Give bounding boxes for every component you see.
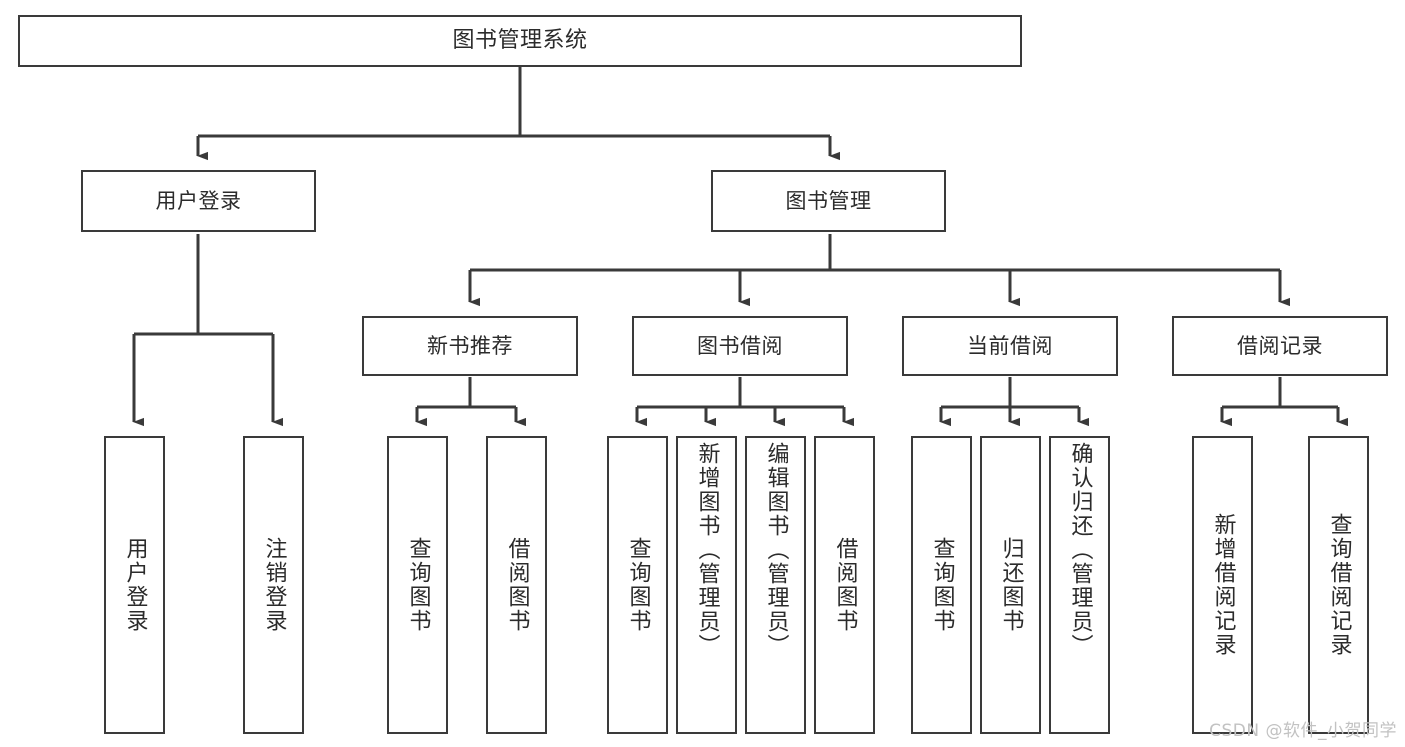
node-label: 查询借阅记录 (1326, 513, 1352, 657)
node-label: 编辑图书（管理员） (763, 442, 789, 658)
leaf-records-query-record[interactable]: 查询借阅记录 (1308, 436, 1369, 734)
leaf-records-add-record[interactable]: 新增借阅记录 (1192, 436, 1253, 734)
node-label: 借阅图书 (504, 537, 530, 633)
csdn-watermark: CSDN @软件_小贺同学 (1209, 721, 1397, 741)
leaf-borrow-borrow-book[interactable]: 借阅图书 (814, 436, 875, 734)
leaf-current-query-book[interactable]: 查询图书 (911, 436, 972, 734)
node-label: 归还图书 (998, 537, 1024, 633)
node-book-management[interactable]: 图书管理 (711, 170, 946, 232)
node-label: 新增借阅记录 (1210, 513, 1236, 657)
node-label: 确认归还（管理员） (1067, 442, 1093, 658)
leaf-borrow-add-book-admin[interactable]: 新增图书（管理员） (676, 436, 737, 734)
node-label: 查询图书 (929, 537, 955, 633)
leaf-newbook-borrow-book[interactable]: 借阅图书 (486, 436, 547, 734)
node-borrow-records[interactable]: 借阅记录 (1172, 316, 1388, 376)
leaf-newbook-query-book[interactable]: 查询图书 (387, 436, 448, 734)
leaf-user-login[interactable]: 用户登录 (104, 436, 165, 734)
node-label: 注销登录 (261, 537, 287, 633)
node-new-book-recommend[interactable]: 新书推荐 (362, 316, 578, 376)
node-root-library-system[interactable]: 图书管理系统 (18, 15, 1022, 67)
leaf-current-return-book[interactable]: 归还图书 (980, 436, 1041, 734)
node-label: 新书推荐 (427, 333, 513, 358)
node-book-borrow[interactable]: 图书借阅 (632, 316, 848, 376)
node-label: 图书管理 (785, 188, 872, 213)
node-label: 借阅记录 (1237, 333, 1323, 358)
node-label: 查询图书 (625, 537, 651, 633)
leaf-current-confirm-return-admin[interactable]: 确认归还（管理员） (1049, 436, 1110, 734)
node-label: 图书借阅 (697, 333, 783, 358)
node-label: 用户登录 (122, 537, 148, 633)
node-label: 当前借阅 (967, 333, 1053, 358)
node-label: 新增图书（管理员） (694, 442, 720, 658)
leaf-logout[interactable]: 注销登录 (243, 436, 304, 734)
node-current-borrow[interactable]: 当前借阅 (902, 316, 1118, 376)
node-user-login[interactable]: 用户登录 (81, 170, 316, 232)
node-label: 借阅图书 (832, 537, 858, 633)
leaf-borrow-query-book[interactable]: 查询图书 (607, 436, 668, 734)
node-label: 用户登录 (155, 188, 242, 213)
leaf-borrow-edit-book-admin[interactable]: 编辑图书（管理员） (745, 436, 806, 734)
node-label: 图书管理系统 (452, 28, 588, 54)
node-label: 查询图书 (405, 537, 431, 633)
